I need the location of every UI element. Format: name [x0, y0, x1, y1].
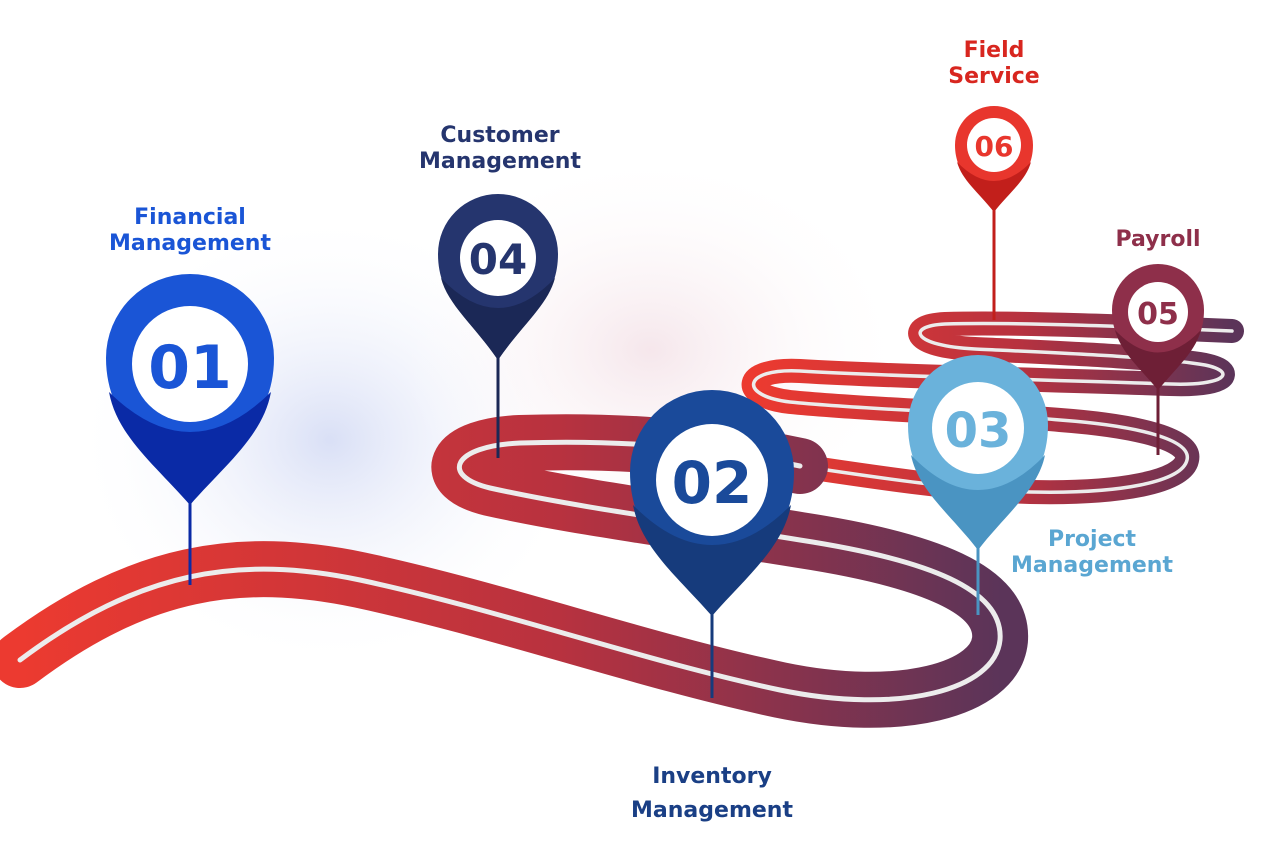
- milestone-label-03-line1: Project: [1047, 527, 1137, 552]
- map-pin-01: 01: [105, 273, 274, 505]
- milestone-label-01: Financial Management: [109, 205, 271, 257]
- map-pin-04: 04: [438, 194, 558, 360]
- milestone-label-03: Project Management: [1011, 527, 1173, 579]
- milestone-label-05: Payroll: [1115, 227, 1200, 253]
- pin-number-05: 05: [1137, 297, 1179, 332]
- milestone-label-06-line1: Field: [963, 38, 1025, 63]
- pin-number-06: 06: [975, 130, 1014, 163]
- milestone-label-04-line1: Customer: [440, 123, 560, 148]
- milestone-label-05-line1: Payroll: [1115, 227, 1201, 252]
- road-far-segment: [741, 311, 1244, 505]
- map-pin-03: 03: [908, 355, 1048, 550]
- milestone-label-06-line2: Service: [948, 64, 1040, 89]
- pin-number-01: 01: [148, 333, 232, 403]
- pin-number-04: 04: [469, 235, 527, 284]
- milestone-label-06: Field Service: [948, 38, 1039, 90]
- milestone-label-02-line1: Inventory: [652, 764, 772, 789]
- map-pin-05: 05: [1112, 264, 1204, 390]
- milestone-label-02: Inventory Management: [631, 760, 793, 828]
- road-main-segment: [0, 414, 1029, 728]
- map-pin-02: 02: [630, 389, 795, 616]
- milestone-label-04-line2: Management: [419, 149, 581, 174]
- milestone-label-01-line2: Management: [109, 231, 271, 256]
- milestone-label-04: Customer Management: [419, 123, 581, 175]
- milestone-label-03-line2: Management: [1011, 553, 1173, 578]
- milestone-label-01-line1: Financial: [134, 205, 246, 230]
- pin-number-02: 02: [672, 449, 753, 517]
- milestone-label-02-line2: Management: [631, 798, 793, 823]
- map-pin-06: 06: [955, 106, 1033, 212]
- pin-number-03: 03: [945, 403, 1012, 459]
